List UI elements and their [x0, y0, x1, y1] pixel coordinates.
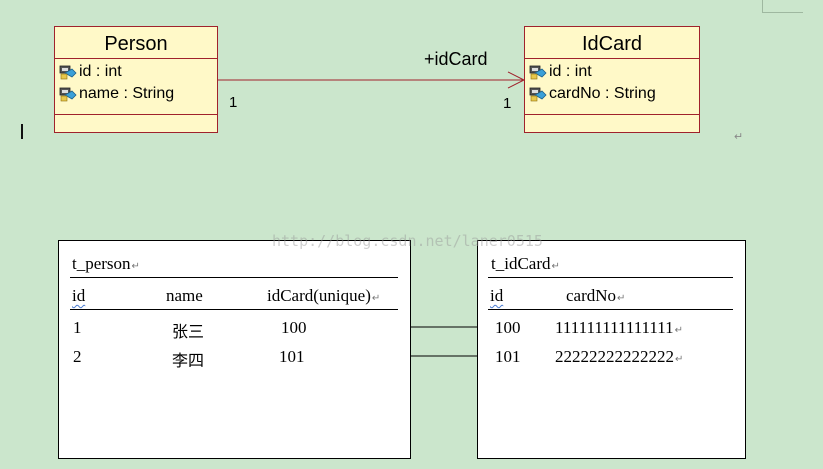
source-multiplicity: 1	[229, 94, 238, 111]
table-title: t_idCard↵	[491, 254, 560, 273]
table-cell: 111111111111111↵	[555, 318, 684, 337]
uml-class-person[interactable]: Person id : int name : String	[54, 26, 218, 133]
paragraph-mark-icon: ↵	[371, 293, 381, 304]
table-cell: 李四	[172, 351, 205, 370]
association-open-arrowhead	[507, 71, 526, 89]
table-rule	[488, 277, 733, 278]
attribute-text: id : int	[79, 63, 122, 80]
column-header-id: id	[72, 286, 86, 305]
column-header-id: id	[490, 286, 504, 305]
association-role-label: +idCard	[424, 49, 488, 69]
table-rule	[70, 309, 398, 310]
column-header-idcard: idCard(unique)↵	[267, 286, 381, 305]
attribute-text: cardNo : String	[549, 85, 656, 102]
table-cell: 100	[281, 318, 307, 337]
class-name: Person	[55, 27, 217, 59]
attribute-text: id : int	[549, 63, 592, 80]
table-rule	[70, 277, 398, 278]
column-header-name: name	[166, 286, 203, 305]
table-cell: 100	[495, 318, 521, 337]
paragraph-mark-icon: ↵	[551, 261, 560, 272]
attribute-row: id : int	[525, 61, 699, 83]
private-attribute-icon	[59, 65, 77, 80]
table-cell: 101	[279, 347, 305, 366]
watermark: http://blog.csdn.net/laner0515	[272, 232, 543, 250]
private-attribute-icon	[59, 87, 77, 102]
private-attribute-icon	[529, 87, 547, 102]
text-cursor	[21, 124, 23, 139]
class-name: IdCard	[525, 27, 699, 59]
table-cell: 2	[73, 347, 82, 366]
table-cell: 张三	[172, 322, 205, 341]
table-t-idcard[interactable]	[477, 240, 746, 459]
table-cell: 22222222222222↵	[555, 347, 684, 366]
table-cell: 101	[495, 347, 521, 366]
attribute-row: cardNo : String	[525, 83, 699, 105]
paragraph-mark-icon: ↵	[675, 354, 684, 365]
paragraph-mark-icon: ↵	[131, 261, 140, 272]
attribute-row: id : int	[55, 61, 217, 83]
table-cell: 1	[73, 318, 82, 337]
table-rule	[488, 309, 733, 310]
target-multiplicity: 1	[503, 95, 512, 112]
uml-class-idcard[interactable]: IdCard id : int cardNo : String	[524, 26, 700, 133]
table-title: t_person↵	[72, 254, 140, 273]
private-attribute-icon	[529, 65, 547, 80]
attribute-text: name : String	[79, 85, 175, 102]
paragraph-mark-icon: ↵	[617, 293, 626, 304]
attribute-compartment: id : int cardNo : String	[525, 59, 699, 115]
attribute-row: name : String	[55, 83, 217, 105]
table-t-person[interactable]	[58, 240, 411, 459]
page-corner-marker	[762, 0, 803, 13]
paragraph-mark-icon: ↵	[734, 131, 744, 143]
paragraph-mark-icon: ↵	[674, 325, 684, 336]
column-header-cardno: cardNo↵	[566, 286, 626, 305]
attribute-compartment: id : int name : String	[55, 59, 217, 115]
